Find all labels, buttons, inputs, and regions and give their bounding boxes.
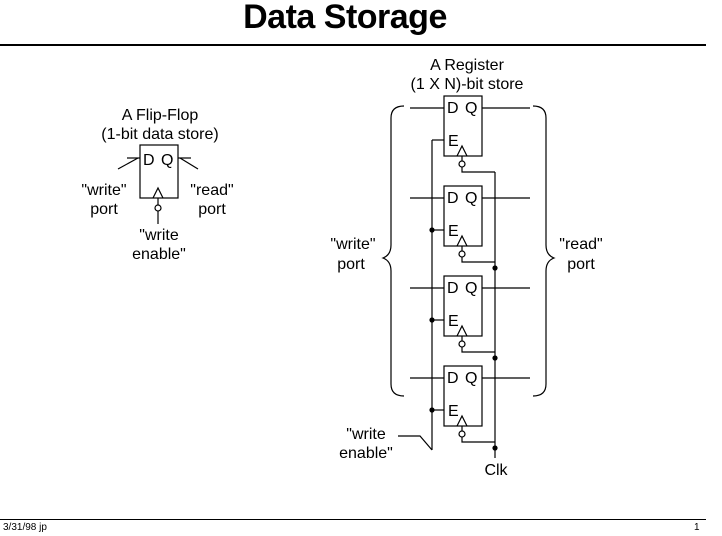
register-cell-clock-triangle <box>456 144 468 157</box>
page-title: Data Storage <box>243 0 447 36</box>
flipflop-enable-bubble <box>154 204 162 212</box>
flipflop-heading-line1: A Flip-Flop <box>122 107 199 124</box>
flipflop-read-pointer <box>179 157 199 170</box>
footer-date: 3/31/98 jp <box>3 522 47 533</box>
top-divider <box>0 44 706 46</box>
flipflop-heading-line2: (1-bit data store) <box>101 126 218 143</box>
register-cell-clock-triangle <box>456 234 468 247</box>
register-write-port-line2: port <box>337 256 365 273</box>
register-enable-line2: enable" <box>339 445 393 462</box>
register-cell-clock-wire <box>461 257 495 263</box>
register-read-port-line1: "read" <box>559 236 602 253</box>
bottom-divider <box>0 519 706 520</box>
register-cell-q-label: Q <box>465 190 477 207</box>
register-cell-clock-bubble <box>458 340 466 348</box>
clock-junction-4 <box>492 445 498 451</box>
register-cell-clock-triangle <box>456 324 468 337</box>
register-cell-clock-triangle <box>456 414 468 427</box>
register-enable-line1: "write <box>346 426 386 443</box>
register-cell-clock-bubble <box>458 250 466 258</box>
register-cell-box <box>443 365 483 427</box>
write-port-brace <box>381 105 405 397</box>
flipflop-enable-line1: "write <box>139 227 179 244</box>
register-write-port-line1: "write" <box>330 236 375 253</box>
read-port-brace <box>532 105 556 397</box>
flipflop-d-label: D <box>143 152 155 169</box>
flipflop-write-port-line2: port <box>90 201 118 218</box>
register-cell-box <box>443 95 483 157</box>
register-heading-line2: (1 X N)-bit store <box>411 76 524 93</box>
flipflop-write-pointer <box>117 157 139 170</box>
register-cell-d-label: D <box>447 370 459 387</box>
flipflop-group: A Flip-Flop (1-bit data store) D Q "writ… <box>81 107 233 263</box>
register-cell-box <box>443 275 483 337</box>
write-enable-pointer <box>398 435 433 451</box>
register-cell-e-label: E <box>448 133 459 150</box>
register-cell-d-label: D <box>447 280 459 297</box>
clock-junction-2 <box>492 265 498 271</box>
register-heading-line1: A Register <box>430 57 504 74</box>
clock-junction-3 <box>492 355 498 361</box>
enable-junction-3 <box>429 317 435 323</box>
register-cell-clock-wire <box>461 437 495 443</box>
footer-page-number: 1 <box>694 522 700 533</box>
register-cell-clock-wire <box>461 347 495 353</box>
flipflop-q-label: Q <box>161 152 173 169</box>
register-cell-d-label: D <box>447 190 459 207</box>
register-cell-d-label: D <box>447 100 459 117</box>
flipflop-read-port-line2: port <box>198 201 226 218</box>
register-cell-q-label: Q <box>465 280 477 297</box>
register-cell-clock-bubble <box>458 430 466 438</box>
register-cell-clock-bubble <box>458 160 466 168</box>
register-cell-box <box>443 185 483 247</box>
register-cell-e-label: E <box>448 313 459 330</box>
register-cell-e-label: E <box>448 223 459 240</box>
flipflop-box <box>139 144 179 199</box>
flipflop-enable-line2: enable" <box>132 246 186 263</box>
flipflop-read-port-line1: "read" <box>190 182 233 199</box>
flipflop-clock-triangle <box>152 186 164 199</box>
flipflop-write-port-line1: "write" <box>81 182 126 199</box>
clk-label: Clk <box>484 462 508 479</box>
register-cell-q-label: Q <box>465 370 477 387</box>
register-read-port-line2: port <box>567 256 595 273</box>
register-cell-q-label: Q <box>465 100 477 117</box>
enable-junction-2 <box>429 227 435 233</box>
register-cell-e-label: E <box>448 403 459 420</box>
register-cell-clock-wire <box>461 167 495 173</box>
enable-junction-4 <box>429 407 435 413</box>
